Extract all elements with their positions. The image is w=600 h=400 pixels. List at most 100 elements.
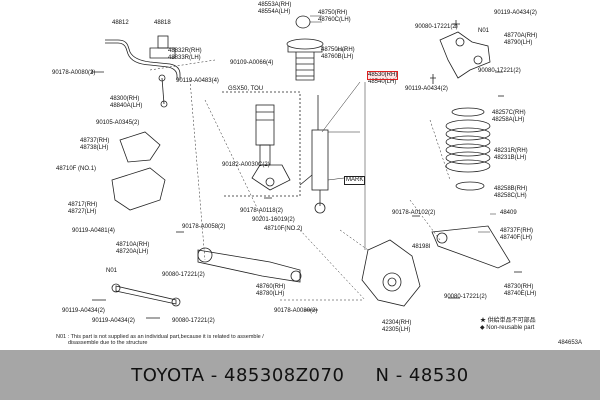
- footnote: N01 : This part is not supplied as an in…: [56, 334, 264, 346]
- arm-bracket-upper: [119, 131, 161, 163]
- label-48760: 48760(RH) 48780(LH): [256, 284, 285, 297]
- trailing-arm-bracket: [111, 167, 166, 211]
- diagram-drawing: [91, 15, 522, 319]
- label-48530-rh: 48530(RH): [366, 71, 399, 80]
- part-number-text: TOYOTA - 485308Z070 N - 48530: [131, 364, 469, 386]
- footnote-line-1: N01 : This part is not supplied as an in…: [56, 334, 264, 340]
- label-48790-lh: 48790(LH): [504, 39, 533, 46]
- label-48737: 48737(RH) 48738(LH): [80, 138, 109, 151]
- upper-arm: [439, 31, 491, 79]
- part-number-banner: TOYOTA - 485308Z070 N - 48530: [0, 350, 600, 400]
- label-48717-rh: 48717(RH): [68, 202, 98, 208]
- label-48710a: 48710A(RH) 48720A(LH): [116, 242, 149, 255]
- label-48198i: 48198I: [412, 244, 431, 250]
- lower-arm-right: [431, 225, 511, 269]
- label-48258b-rh: 48258B(RH): [494, 186, 528, 192]
- label-48738-lh: 48738(LH): [80, 144, 109, 151]
- legend: ★ 供給単品不可部品 ◆ Non-reusable part: [480, 318, 536, 332]
- label-48727-lh: 48727(LH): [68, 208, 97, 215]
- region-dashes: [149, 59, 451, 301]
- label-90182-a0030c: 90182-A0030C(2): [222, 162, 270, 168]
- label-48832: 48832R(RH) 48833R(LH): [168, 48, 202, 61]
- label-48720a-lh: 48720A(LH): [116, 248, 149, 255]
- label-90080-17221-ml: 90080-17221(2): [162, 272, 205, 278]
- label-90119-a0481: 90119-A0481(4): [72, 228, 115, 234]
- footnote-line-2: disassemble due to the structure: [68, 340, 148, 346]
- label-48833r-lh: 48833R(LH): [168, 54, 201, 61]
- label-48710f-part: 48710F: [56, 166, 77, 172]
- label-90119-a0483: 90119-A0483(4): [176, 78, 219, 84]
- label-48231b-lh: 48231B(LH): [494, 154, 527, 161]
- stabilizer-bushing: [157, 35, 169, 49]
- label-48740f-lh: 48740F(LH): [500, 234, 533, 241]
- label-48258b: 48258B(RH) 48258C(LH): [494, 186, 527, 199]
- label-48770a: 48770A(RH) 48790(LH): [504, 33, 537, 46]
- label-90119-a0434-bl2: 90119-A0434(2): [92, 318, 135, 324]
- label-48554a-lh: 48554A(LH): [258, 8, 291, 15]
- label-48737-rh: 48737(RH): [80, 138, 110, 144]
- label-90119-a0434-bl: 90119-A0434(2): [62, 308, 105, 314]
- label-48750h-rh: 48750H(RH): [321, 47, 355, 53]
- label-90080-17221-mr: 90080-17221(2): [478, 68, 521, 74]
- label-90201-16019: 90201-16019(2): [252, 217, 295, 223]
- lower-spring-insulator: [455, 181, 485, 191]
- label-48231r-rh: 48231R(RH): [494, 148, 528, 154]
- label-48780-lh: 48780(LH): [256, 290, 285, 297]
- legend-non-supply: ★ 供給単品不可部品: [480, 318, 536, 324]
- figure-code: 484653A: [558, 340, 583, 346]
- bolt-group: [91, 20, 522, 319]
- label-90178-a0102: 90178-A0102(2): [392, 210, 436, 216]
- label-48840a-lh: 48840A(LH): [110, 102, 143, 109]
- label-90178-a0058: 90178-A0058(2): [182, 224, 226, 230]
- label-48258a-lh: 48258A(LH): [492, 116, 525, 123]
- label-48257c-rh: 48257C(RH): [492, 110, 526, 116]
- rear-axle-carrier: [361, 239, 421, 307]
- label-48750-rh: 48750(RH): [318, 10, 348, 16]
- label-48300: 48300(RH) 48840A(LH): [110, 96, 142, 109]
- label-42305-lh: 42305(LH): [382, 326, 411, 333]
- lateral-rod: [115, 285, 177, 305]
- label-90178-a0118: 90178-A0118(2): [240, 208, 283, 214]
- label-48832r-rh: 48832R(RH): [168, 48, 202, 54]
- label-mark: MARK: [344, 176, 366, 185]
- shock-absorber-tou: [255, 104, 275, 146]
- label-90119-a0434-mr: 90119-A0434(2): [405, 86, 448, 92]
- label-90178-a0080-b: 90178-A0080(2): [274, 308, 318, 314]
- coil-spring: [445, 119, 491, 133]
- label-48730: 48730(RH) 48740E(LH): [504, 284, 536, 297]
- label-48750h: 48750H(RH) 48760B(LH): [321, 47, 355, 60]
- stabilizer-link: [161, 77, 165, 105]
- label-90105-a0345: 90105-A0345(2): [96, 120, 140, 126]
- label-90080-17221-br: 90080-17221(2): [444, 294, 487, 300]
- label-48530: 48530(RH) 48540(LH): [366, 71, 399, 85]
- label-48730-rh: 48730(RH): [504, 284, 534, 290]
- label-n01-tr: N01: [478, 28, 490, 34]
- label-gsx50-tou: GSX50, TOU: [228, 86, 264, 92]
- lower-arm: [197, 249, 301, 283]
- label-90178-a0080-tl: 90178-A0080(2): [52, 70, 96, 76]
- label-48737f-rh: 48737F(RH): [500, 228, 534, 234]
- legend-non-reusable: ◆ Non-reusable part: [480, 325, 535, 331]
- label-42304: 42304(RH) 42305(LH): [382, 320, 411, 333]
- label-48737f: 48737F(RH) 48740F(LH): [500, 228, 533, 241]
- label-48818: 48818: [154, 20, 171, 26]
- label-48760c-lh: 48760C(LH): [318, 16, 351, 23]
- label-48553a-rh: 48553A(RH): [258, 2, 292, 8]
- upper-spring-insulator: [451, 107, 485, 117]
- label-48540-lh: 48540(LH): [368, 78, 397, 85]
- shock-absorber-48530: [311, 129, 329, 191]
- label-90109-a0066: 90109-A0066(4): [230, 60, 274, 66]
- label-48812: 48812: [112, 20, 129, 26]
- label-48409: 48409: [500, 210, 517, 216]
- parts-diagram: 48812 48818 48553A(RH) 48554A(LH) 48750(…: [52, 2, 583, 346]
- label-48740e-lh: 48740E(LH): [504, 290, 537, 297]
- label-48710f: 48710F (NO.1): [56, 166, 96, 173]
- upper-support: [286, 38, 324, 50]
- leader-lines: [310, 15, 496, 250]
- upper-mount-cap: [295, 15, 311, 29]
- bump-boot: [295, 52, 315, 81]
- label-48258c-lh: 48258C(LH): [494, 192, 527, 199]
- label-90080-17221-bm: 90080-17221(2): [172, 318, 215, 324]
- label-no1: (NO.1): [78, 166, 97, 172]
- stabilizer-bar: [105, 39, 181, 80]
